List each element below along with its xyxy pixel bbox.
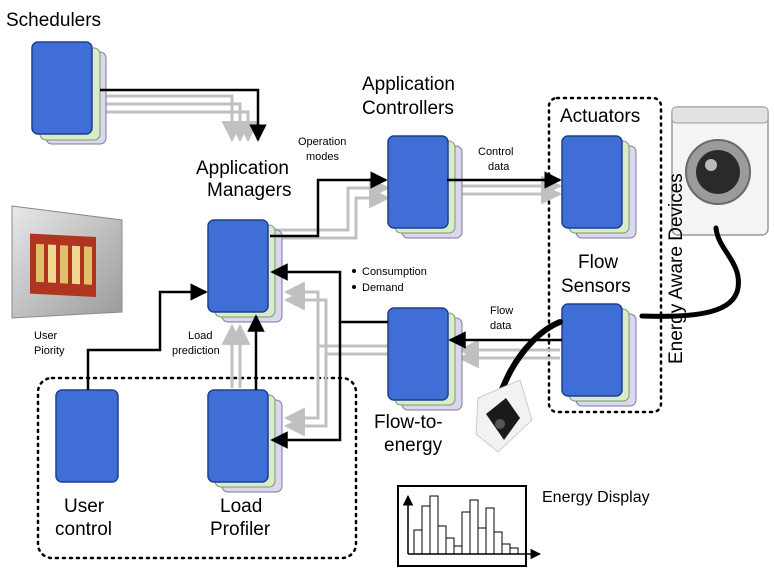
edge-label-control-1: Control (478, 146, 513, 158)
actuators-block (561, 135, 637, 239)
grey-arrows (100, 94, 563, 437)
user-profile-group-box (36, 376, 358, 560)
label-flow-sensors-1: Flow (578, 252, 618, 273)
edge-label-demand: Demand (362, 282, 404, 294)
label-actuators: Actuators (560, 106, 640, 127)
label-flow-to-energy-1: Flow-to- (374, 412, 443, 433)
washing-machine-icon (671, 106, 769, 236)
label-application-controllers-1: Application (362, 74, 455, 95)
arrow-schedulers-to-managers (100, 88, 267, 142)
power-plug-icon (475, 379, 533, 453)
bullet-consumption (352, 269, 356, 273)
arrow-consumption-demand (270, 263, 388, 324)
edge-label-load-pred-2: prediction (172, 345, 220, 357)
label-flow-sensors-2: Sensors (561, 276, 631, 297)
label-application-controllers-2: Controllers (362, 98, 454, 119)
label-user-control-2: control (55, 519, 112, 540)
bullet-demand (352, 285, 356, 289)
edge-label-operation-2: modes (306, 151, 340, 163)
arrow-user-piority (86, 283, 208, 390)
edge-label-user-piority-1: User (34, 330, 58, 342)
load-profiler-block (207, 389, 283, 493)
edge-label-consumption: Consumption (362, 266, 427, 278)
label-schedulers: Schedulers (6, 10, 101, 31)
flow-to-energy-block (387, 307, 463, 411)
application-controllers-block (387, 135, 463, 239)
application-managers-block (207, 219, 283, 323)
label-application-managers-1: Application (196, 158, 289, 179)
label-load-profiler-1: Load (220, 496, 262, 517)
arrow-consumption-to-profiler (270, 322, 342, 449)
label-application-managers-2: Managers (207, 180, 292, 201)
schedulers-block (31, 41, 107, 145)
edge-label-load-pred-1: Load (188, 330, 212, 342)
wall-display-icon (11, 205, 123, 319)
label-flow-to-energy-2: energy (384, 435, 443, 456)
label-load-profiler-2: Profiler (210, 519, 271, 540)
label-user-control-1: User (64, 496, 105, 517)
arrow-operation-modes (270, 171, 388, 238)
flow-sensors-block (561, 303, 637, 407)
user-control-block (55, 389, 119, 483)
edge-label-control-2: data (488, 161, 510, 173)
edge-label-flow-1: Flow (490, 305, 513, 317)
label-energy-display: Energy Display (542, 489, 650, 506)
edge-label-user-piority-2: Piority (34, 345, 65, 357)
black-arrows (86, 88, 562, 449)
edge-label-flow-2: data (490, 320, 512, 332)
label-energy-aware-devices: Energy Aware Devices (666, 173, 687, 364)
energy-display-chart-icon (397, 485, 542, 567)
edge-label-operation-1: Operation (298, 136, 346, 148)
devices-group-box (547, 96, 663, 414)
